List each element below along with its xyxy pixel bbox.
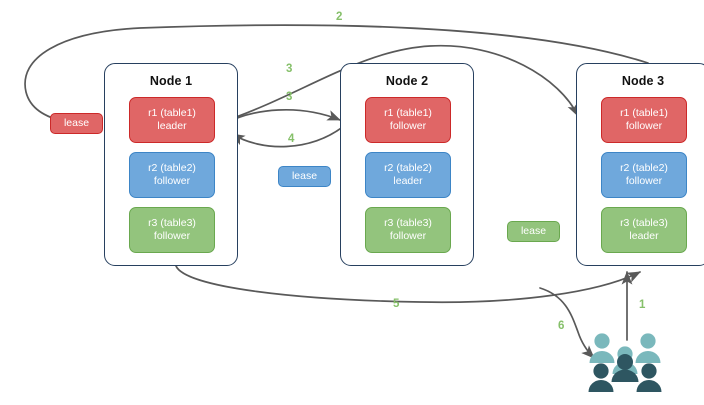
step-label-3b: 3 [286, 91, 293, 103]
replica-node3-r1[interactable]: r1 (table1) follower [601, 97, 687, 143]
arrow-step-6 [539, 287, 595, 359]
replica-node1-r3[interactable]: r3 (table3) follower [129, 207, 215, 253]
node-container-3[interactable]: Node 3 r1 (table1) follower r2 (table2) … [576, 63, 704, 266]
step-label-2: 2 [336, 11, 343, 23]
arrow-step-3-to-node2 [223, 108, 341, 125]
replica-name: r2 (table2) [384, 161, 432, 174]
node-container-2[interactable]: Node 2 r1 (table1) follower r2 (table2) … [340, 63, 474, 266]
replica-role: leader [393, 175, 423, 187]
replica-name: r1 (table1) [384, 106, 432, 119]
step-label-5: 5 [393, 298, 400, 310]
lease-badge-blue[interactable]: lease [278, 166, 331, 187]
replica-name: r3 (table3) [620, 216, 668, 229]
replica-name: r1 (table1) [620, 106, 668, 119]
replica-role: follower [389, 120, 427, 132]
replica-role: follower [389, 230, 427, 242]
replica-role: follower [625, 120, 663, 132]
replica-node3-r3[interactable]: r3 (table3) leader [601, 207, 687, 253]
replica-node2-r1[interactable]: r1 (table1) follower [365, 97, 451, 143]
replica-node1-r1[interactable]: r1 (table1) leader [129, 97, 215, 143]
users-icon [588, 333, 662, 392]
node-title-3: Node 3 [621, 74, 665, 88]
replica-name: r2 (table2) [148, 161, 196, 174]
lease-badge-red[interactable]: lease [50, 113, 103, 134]
replica-node1-r2[interactable]: r2 (table2) follower [129, 152, 215, 198]
step-label-3a: 3 [286, 63, 293, 75]
replica-role: follower [625, 175, 663, 187]
node-container-1[interactable]: Node 1 r1 (table1) leader r2 (table2) fo… [104, 63, 238, 266]
replica-role: follower [153, 230, 191, 242]
replica-name: r3 (table3) [148, 216, 196, 229]
replica-role: leader [629, 230, 659, 242]
replica-name: r1 (table1) [148, 106, 196, 119]
replica-node2-r3[interactable]: r3 (table3) follower [365, 207, 451, 253]
node-title-1: Node 1 [149, 74, 193, 88]
arrow-step-5 [175, 265, 641, 304]
replica-node2-r2[interactable]: r2 (table2) leader [365, 152, 451, 198]
replica-role: follower [153, 175, 191, 187]
step-label-1: 1 [639, 299, 646, 311]
lease-badge-green[interactable]: lease [507, 221, 560, 242]
step-label-6: 6 [558, 320, 565, 332]
step-label-4: 4 [288, 133, 295, 145]
replica-node3-r2[interactable]: r2 (table2) follower [601, 152, 687, 198]
replica-role: leader [157, 120, 187, 132]
node-title-2: Node 2 [385, 74, 429, 88]
replica-name: r2 (table2) [620, 161, 668, 174]
replica-name: r3 (table3) [384, 216, 432, 229]
